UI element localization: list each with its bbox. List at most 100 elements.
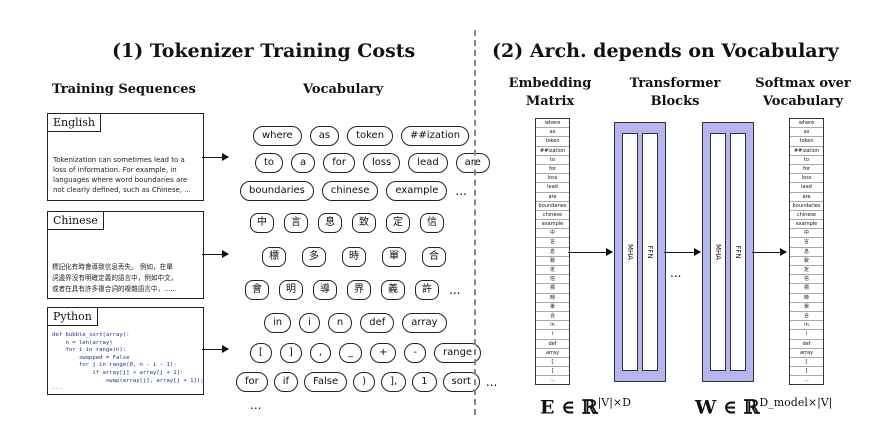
matrix-row: chinese: [536, 211, 569, 221]
python-arrow: [202, 345, 229, 353]
chinese-sequence-box: Chinese 標記化有時會導致信息丟失。 例如，在單 詞邊界沒有明確定義的語言…: [47, 211, 204, 299]
matrix-row: 合: [790, 312, 823, 322]
vocab-token: 息: [318, 213, 342, 233]
vocab-token: n: [327, 313, 353, 333]
vocab-row-5: 標 多 時 單 合: [262, 247, 446, 267]
matrix-row: for: [790, 165, 823, 175]
english-label: English: [47, 113, 101, 132]
vocab-token: 明: [279, 280, 303, 300]
python-label: Python: [47, 307, 98, 326]
vocab-bottom-ellipsis: ...: [250, 398, 262, 412]
matrix-row: where: [536, 119, 569, 129]
vocab-row-6: 會 明 導 界 義 許 ...: [245, 280, 460, 300]
vocab-token: sort: [442, 372, 480, 392]
vocab-row-1: where as token ##ization: [253, 126, 470, 146]
matrix-row: are: [536, 193, 569, 202]
matrix-row: are: [790, 193, 823, 202]
matrix-row: boundaries: [790, 202, 823, 211]
matrix-row: 息: [536, 248, 569, 257]
matrix-row: 息: [790, 248, 823, 257]
vocab-token: ,: [309, 343, 331, 363]
transformer-block-1: MHA FFN: [614, 122, 666, 382]
vocab-token: 1: [412, 372, 437, 392]
mha-label: MHA: [714, 243, 722, 261]
vocab-token: +: [370, 343, 397, 363]
chinese-line: 詞邊界沒有明確定義的語言中，例如中文，: [52, 274, 178, 282]
vocab-token: boundaries: [240, 181, 314, 201]
ffn-label: FFN: [734, 245, 742, 259]
vocab-token: 會: [245, 280, 269, 300]
vocab-ellipsis: ...: [455, 184, 467, 198]
vocab-token: i: [299, 313, 320, 333]
vocab-token: token: [347, 126, 394, 146]
matrix-row: token: [536, 137, 569, 147]
vocab-token: [: [250, 343, 272, 363]
matrix-row: chinese: [790, 211, 823, 221]
vocab-token: example: [386, 181, 448, 201]
python-code: def bubble_sort(array): n = len(array) f…: [52, 332, 204, 392]
python-sequence-box: Python def bubble_sort(array): n = len(a…: [47, 307, 204, 395]
block-to-block-arrow: [664, 248, 701, 256]
chinese-arrow: [202, 250, 229, 258]
vocab-token: ],: [381, 372, 407, 392]
matrix-row: boundaries: [536, 202, 569, 211]
matrix-row: example: [790, 220, 823, 230]
weight-formula-base: W ∈ ℝ: [695, 396, 760, 419]
vocab-token: 時: [342, 247, 366, 267]
vocab-token: for: [323, 153, 355, 173]
panel-divider: [474, 30, 476, 415]
vocab-token: as: [309, 126, 340, 146]
vocab-token: 合: [422, 247, 446, 267]
matrix-row: array: [790, 349, 823, 358]
vocab-token: if: [273, 372, 299, 392]
vocab-row-2: to a for loss lead are: [255, 153, 490, 173]
mha-layer: MHA: [710, 133, 726, 371]
embedding-formula-base: E ∈ ℝ: [540, 396, 598, 419]
matrix-row: in: [536, 321, 569, 331]
matrix-row: lead: [536, 183, 569, 193]
vocab-token: a: [291, 153, 316, 173]
block-to-softmax-arrow: [752, 248, 787, 256]
vocab-token: ##ization: [401, 126, 470, 146]
matrix-row: ##ization: [536, 147, 569, 156]
matrix-row: to: [536, 156, 569, 165]
matrix-row: def: [536, 340, 569, 349]
matrix-row: i: [536, 330, 569, 340]
ffn-layer: FFN: [730, 133, 746, 371]
matrix-row: 合: [536, 312, 569, 322]
vocab-token: 許: [415, 280, 439, 300]
left-panel-title: (1) Tokenizer Training Costs: [112, 40, 416, 62]
vocab-token: where: [253, 126, 302, 146]
matrix-row: 中: [790, 229, 823, 239]
matrix-row: array: [536, 349, 569, 358]
vocab-token: range: [434, 343, 482, 363]
vocab-token: 言: [284, 213, 308, 233]
matrix-row: i: [790, 330, 823, 340]
english-text: Tokenization can sometimes lead to a los…: [53, 156, 191, 194]
vocab-token: 多: [302, 247, 326, 267]
vocab-row-8: [ ] , _ + - range: [250, 343, 482, 363]
matrix-row: to: [790, 156, 823, 165]
vocab-token: to: [255, 153, 284, 173]
right-panel-title: (2) Arch. depends on Vocabulary: [492, 40, 839, 62]
vocab-token: 義: [381, 280, 405, 300]
english-sequence-box: English Tokenization can sometimes lead …: [47, 113, 204, 201]
mha-label: MHA: [626, 243, 634, 261]
training-sequences-header: Training Sequences: [52, 82, 196, 97]
vocab-token: 界: [347, 280, 371, 300]
weight-formula-exponent: D_model×|V|: [759, 396, 833, 409]
softmax-header: Softmax over Vocabulary: [755, 76, 851, 109]
matrix-row: 言: [790, 238, 823, 248]
matrix-row: loss: [536, 174, 569, 184]
matrix-row: [: [790, 358, 823, 368]
vocab-token: ): [353, 372, 376, 392]
vocab-token: 單: [382, 247, 406, 267]
vocab-token: _: [339, 343, 362, 363]
matrix-row: loss: [790, 174, 823, 184]
weight-formula: W ∈ ℝD_model×|V|: [695, 396, 832, 418]
matrix-row: token: [790, 137, 823, 147]
matrix-row: def: [790, 340, 823, 349]
matrix-row: ...: [804, 377, 809, 384]
